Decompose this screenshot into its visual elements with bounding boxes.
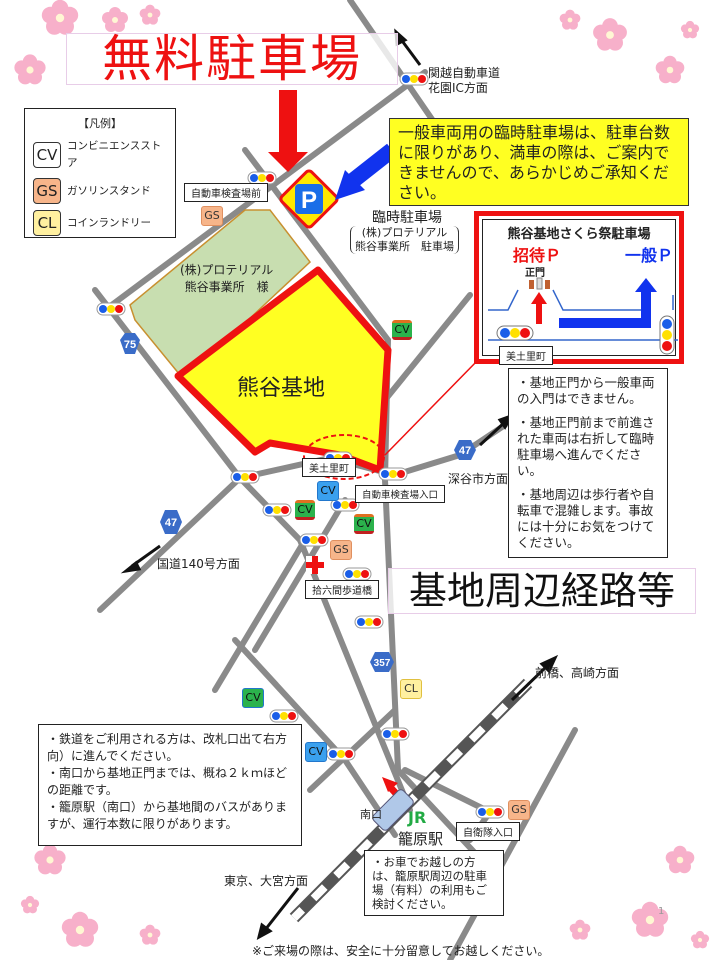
rail-note: ・南口から基地正門までは、概ね２ｋｍほどの距離です。 [47,766,288,797]
temp-parking-label: 臨時駐車場 [372,210,442,226]
inset-diagram [488,277,678,355]
direction-kanetsu: 関越自動車道 花園IC方面 [428,66,501,95]
page-title: 無料駐車場 [66,33,398,85]
route-357-number: 357 [374,658,391,669]
route-47-badge [454,440,476,460]
rail-note: ・籠原駅（南口）から基地間のバスがありますが、運行本数に限りがあります。 [47,800,288,831]
label-inspection-front: 自動車検査場前 [184,183,268,202]
station-name: 籠原駅 [398,830,444,848]
rail-note: ・鉄道をご利用される方は、改札口出て右方向）に進んでください。 [47,732,288,763]
station-building[interactable] [371,788,415,832]
callout-line [384,359,479,456]
route-47-number: 47 [165,517,177,529]
direction-tokyo: 東京、大宮方面 [224,874,309,888]
label-midori: 美土里町 [302,458,356,477]
route-badges: 75 47 47 357 [120,333,476,672]
legend-title: 【凡例】 [78,117,122,130]
route-75-badge [120,333,140,354]
route-75-number: 75 [124,339,136,351]
legend-item-cl: CL コインランドリー [33,210,167,236]
route-47-number: 47 [459,445,471,457]
parking-notice: 一般車両用の臨時駐車場は、駐車台数に限りがあり、満車の際は、ご案内できませんので… [389,118,689,206]
inset-intersection-label: 美土里町 [499,346,553,365]
car-note: ・お車でお越しの方は、籠原駅周辺の駐車場（有料）の利用もご検討ください。 [364,850,504,916]
convenience-store-marker: CV [242,688,264,708]
gate-notes: ・基地正門から一般車両の入門はできません。 ・基地正門前まで前進された車両は右折… [508,368,668,558]
blue-arrow [335,143,397,200]
base-area [174,266,392,474]
legend-chip: CV [33,142,61,168]
inset-title: 熊谷基地さくら祭駐車場 [507,227,651,242]
factory-label: (株)プロテリアル 熊谷事業所 様 [180,263,274,294]
convenience-store-marker: CV [392,320,412,340]
page-number: 1 [658,906,665,917]
direction-fukaya: 深谷市方面 [448,472,509,486]
general-parking-label: 一般Ｐ [625,246,674,265]
gas-station-marker: GS [508,800,530,820]
gas-station-marker: GS [330,540,352,560]
convenience-store-marker: CV [317,481,339,501]
parking-inset: 熊谷基地さくら祭駐車場 招待Ｐ 一般Ｐ 正門 美土里町 [474,211,684,365]
legend-label: ガソリンスタンド [67,184,151,197]
legend-label: コンビニエンスストア [67,140,162,169]
base-name: 熊谷基地 [237,376,326,401]
hospital-icon [306,556,324,574]
gate-highlight-circle [303,434,385,480]
gate-label: 正門 [525,268,545,279]
legend-chip: GS [33,178,61,204]
section-title: 基地周辺経路等 [388,568,696,614]
route-357-badge [370,652,394,672]
direction-arrows [120,28,559,940]
label-south-exit: 南口 [360,808,382,821]
direction-route140: 国道140号方面 [157,557,240,571]
convenience-store-marker: CV [354,514,374,534]
footer-notice: ※ご来場の際は、安全に十分留意してお越しください。 [252,944,550,958]
red-down-arrow [268,90,308,172]
convenience-store-marker: CV [305,742,327,762]
label-jurokken: 拾六間歩道橋 [305,580,379,599]
label-inspection-entrance: 自動車検査場入口 [355,485,446,503]
direction-maebashi: 前橋、高崎方面 [535,666,620,680]
convenience-store-marker: CV [295,500,315,520]
legend-label: コインランドリー [67,216,151,229]
temporary-parking-marker[interactable]: P [279,169,339,229]
gas-station-marker: GS [201,206,223,226]
gate-note: ・基地周辺は歩行者や自転車で混雑します。事故には十分にお気をつけてください。 [517,487,655,550]
invite-parking-label: 招待Ｐ [513,246,562,265]
gate-note: ・基地正門前まで前進された車両は右折して臨時駐車場へ進んでください。 [517,415,655,478]
legend-item-gs: GS ガソリンスタンド [33,178,167,204]
legend-chip: CL [33,210,61,236]
gate-note: ・基地正門から一般車両の入門はできません。 [517,375,655,406]
rail-notes: ・鉄道をご利用される方は、改札口出て右方向）に進んでください。 ・南口から基地正… [38,724,302,846]
temp-parking-sublabel: (株)プロテリアル 熊谷事業所 駐車場 [350,226,459,254]
parking-p-icon: P [301,187,317,214]
jr-logo: JR [408,808,427,827]
label-jieitai: 自衛隊入口 [456,822,520,841]
coin-laundry-marker: CL [400,679,422,699]
route-47-badge [160,510,182,534]
